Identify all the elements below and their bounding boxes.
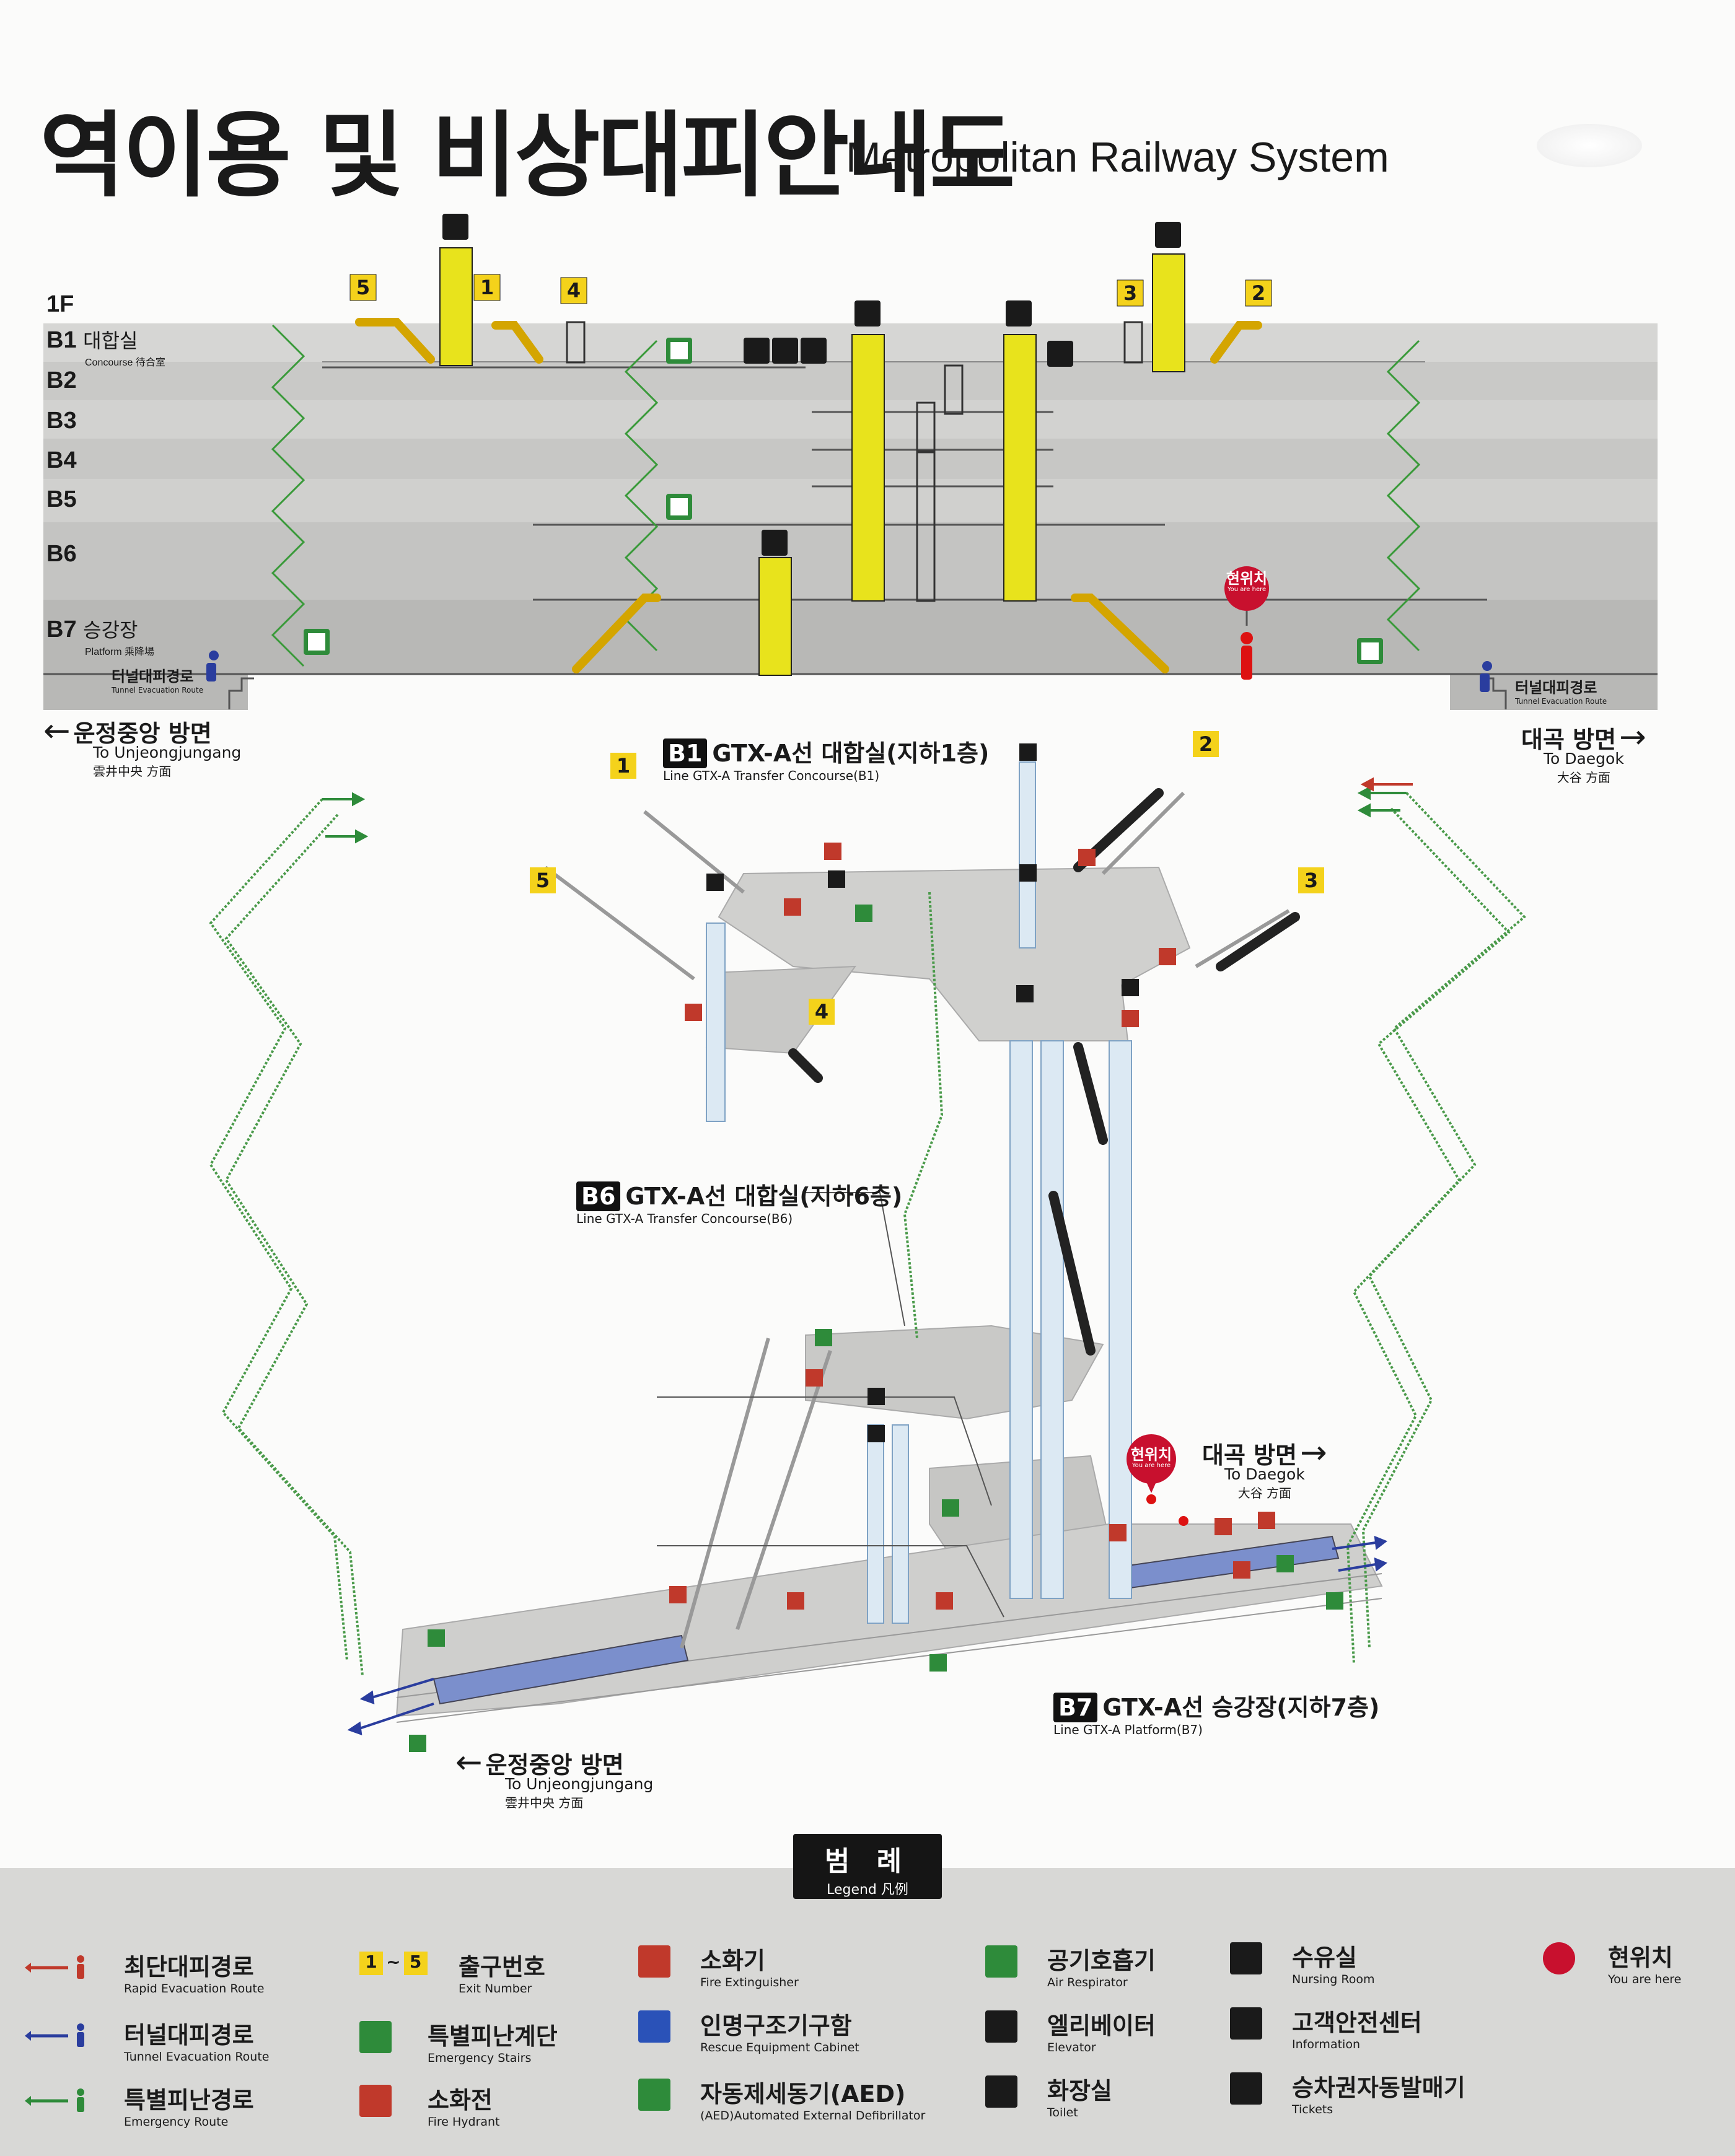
information-icon — [1230, 2007, 1262, 2040]
fire-hydrant-icon — [359, 2085, 392, 2117]
you-are-here-icon — [1543, 1942, 1575, 1974]
runner-arrow-icon — [25, 1955, 84, 1979]
runner-arrow-icon — [25, 2023, 84, 2047]
elevator-icon — [985, 2010, 1017, 2043]
air-respirator-icon — [985, 1945, 1017, 1978]
exit-number-5: 5 — [356, 276, 371, 299]
station-section-diagram — [43, 214, 1658, 710]
ticket-machine-icon — [1230, 2072, 1262, 2105]
you-are-here-marker — [1224, 566, 1269, 680]
exit-badge-5: 5 — [530, 867, 556, 893]
section-you-are-here-label: 현위치 — [1226, 570, 1268, 587]
section-you-are-here-en: You are here — [1227, 586, 1267, 593]
direction-daegok-top: 대곡 방면 → To Daegok 大谷 方面 — [1521, 719, 1646, 785]
tunnel-route-label-right: 터널대피경로 Tunnel Evacuation Route — [1515, 679, 1607, 706]
exit-badge-1: 1 — [610, 753, 636, 779]
exit-number-3: 3 — [1123, 281, 1138, 305]
runner-arrow-icon — [25, 2088, 84, 2112]
level-label-b4: B4 — [46, 447, 77, 473]
page-subtitle: Metropolitan Railway System — [846, 134, 1389, 181]
rescue-cabinet-icon — [638, 2010, 670, 2043]
light-reflection — [1537, 124, 1642, 167]
station-3d-diagram — [209, 743, 1526, 1752]
exit-badge-3: 3 — [1298, 867, 1324, 893]
level-label-b5: B5 — [46, 486, 77, 512]
exit-number-1: 1 — [480, 276, 494, 299]
exit-number-icon: 1 — [359, 1952, 383, 1975]
direction-unjeongjungang-top: ← 운정중앙 방면 To Unjeongjungang 雲井中央 方面 — [43, 712, 242, 779]
exit-badge-4: 4 — [809, 999, 835, 1025]
3d-you-are-here-en: You are here — [1131, 1462, 1171, 1469]
level-label-b6: B6 — [46, 541, 77, 567]
level-label-b7: B7 승강장 Platform 乘降場 — [46, 616, 155, 657]
legend-aed: 자동제세동기(AED)(AED)Automated External Defib… — [638, 2079, 925, 2123]
nursing-room-icon — [1230, 1942, 1262, 1974]
level-label-b2: B2 — [46, 367, 77, 393]
level-label-b3: B3 — [46, 408, 77, 434]
aed-icon — [638, 2079, 670, 2111]
page-title: 역이용 및 비상대피안내도 — [40, 102, 1015, 210]
legend-title: 범 례 Legend 凡例 — [793, 1834, 942, 1899]
train-left — [433, 1634, 689, 1705]
level-label-b1: B1 대합실 Concourse 待合室 — [46, 327, 165, 368]
3d-you-are-here-label: 현위치 — [1130, 1446, 1172, 1463]
exit-number-2: 2 — [1251, 281, 1266, 305]
legend-panel — [0, 1868, 1735, 2156]
exit-number-4: 4 — [566, 279, 581, 302]
level-label-1f: 1F — [46, 291, 74, 317]
direction-daegok-3d: 대곡 방면 → To Daegok 大谷 方面 — [1202, 1434, 1327, 1501]
exit-badge-2: 2 — [1193, 731, 1219, 757]
tunnel-route-label-left: 터널대피경로 Tunnel Evacuation Route — [112, 668, 204, 695]
direction-unjeongjungang-3d: ← 운정중앙 방면 To Unjeongjungang 雲井中央 方面 — [455, 1744, 654, 1810]
you-are-here-3d-marker — [1127, 1434, 1188, 1526]
emergency-stairs-icon — [359, 2021, 392, 2053]
fire-extinguisher-icon — [638, 1945, 670, 1978]
level-bands — [43, 323, 1658, 710]
toilet-icon — [985, 2075, 1017, 2108]
